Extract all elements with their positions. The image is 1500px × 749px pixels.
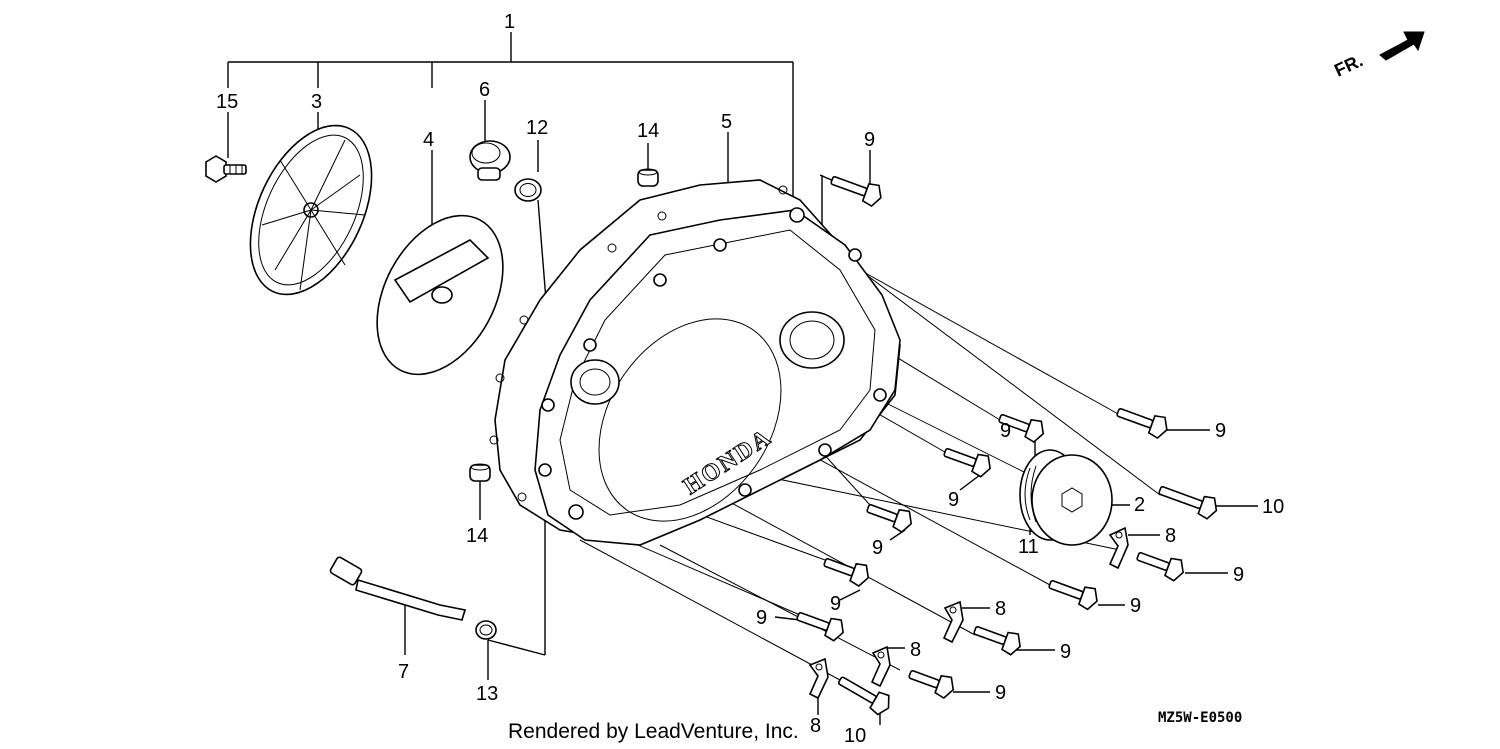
callout-14-lower: 14 [466,525,488,547]
crankcase-cover: HONDA [534,207,901,546]
callout-3: 3 [311,91,322,113]
dipstick-part-7 [329,556,467,621]
callout-9-right-2: 9 [1000,420,1011,442]
callout-labels: 1 15 3 4 6 12 14 5 9 14 7 13 9 9 9 2 10 … [216,11,1284,747]
callout-8-a: 8 [1165,525,1176,547]
callout-9-mid-1: 9 [948,489,959,511]
front-direction-indicator: FR. [1331,31,1425,81]
cap-part-6 [469,140,511,181]
callout-9-low-2: 9 [1060,641,1071,663]
callout-9-low-4: 9 [995,682,1006,704]
o-ring-part-12 [514,178,542,202]
callout-5: 5 [721,111,732,133]
callout-1: 1 [504,11,515,33]
bolt-part-9-low-2 [973,626,1021,656]
callout-10-right: 10 [1262,496,1284,518]
clamp-part-8-b [942,600,964,644]
callout-9-right-1: 9 [1215,420,1226,442]
callout-8-c: 8 [910,639,921,661]
bolt-part-9-low-4 [908,670,955,700]
callout-10-bottom: 10 [844,725,866,747]
filter-part-4 [376,214,504,376]
callout-9-right-4: 9 [1130,595,1141,617]
callout-2: 2 [1134,494,1145,516]
bolt-part-9-mid-2 [866,504,913,534]
o-ring-part-13 [475,620,497,640]
credit-text: Rendered by LeadVenture, Inc. [508,720,799,743]
bolt-part-9-top [830,176,882,208]
clamp-part-8-c [870,645,891,688]
callout-4: 4 [423,129,434,151]
callout-8-b: 8 [995,598,1006,620]
callout-9-low-1: 9 [830,593,841,615]
callout-15: 15 [216,91,238,113]
callout-7: 7 [398,661,409,683]
bolt-part-9-right-2 [998,414,1045,444]
assembly-bracket [227,32,794,200]
callout-11: 11 [1018,536,1039,558]
bolt-part-15 [205,155,247,183]
bolt-part-9-low-1 [823,558,870,588]
plate-part-3 [249,124,373,296]
bolt-part-9-low-3 [796,612,844,642]
callout-9-right-3: 9 [1233,564,1244,586]
bolt-part-9-right-3 [1136,552,1184,582]
bolt-part-9-mid-1 [943,448,991,478]
callout-9-mid-2: 9 [872,537,883,559]
callout-6: 6 [479,79,490,101]
front-label: FR. [1331,50,1366,80]
diagram-code: MZ5W-E0500 [1158,710,1242,726]
dowel-pin-part-14-lower [469,463,491,482]
o-ring-part-11 [1024,465,1037,523]
bolt-part-9-right-1 [1116,408,1168,440]
bolt-part-10-right [1158,486,1218,520]
dowel-pin-part-14-upper [637,168,659,187]
callout-8-d: 8 [810,715,821,737]
bolt-part-9-right-4 [1048,580,1098,611]
callout-12: 12 [526,117,548,139]
cap-part-2 [1019,449,1113,546]
callout-9-top: 9 [864,129,875,151]
bolt-part-10-bottom [837,676,890,716]
front-arrow-icon [1379,31,1425,61]
clamp-part-8-a [1108,526,1129,570]
callout-9-low-3: 9 [756,607,767,629]
leader-lines [227,100,1258,725]
callout-13: 13 [476,683,498,705]
callout-14-upper: 14 [637,120,659,142]
clamp-part-8-d [808,657,829,700]
